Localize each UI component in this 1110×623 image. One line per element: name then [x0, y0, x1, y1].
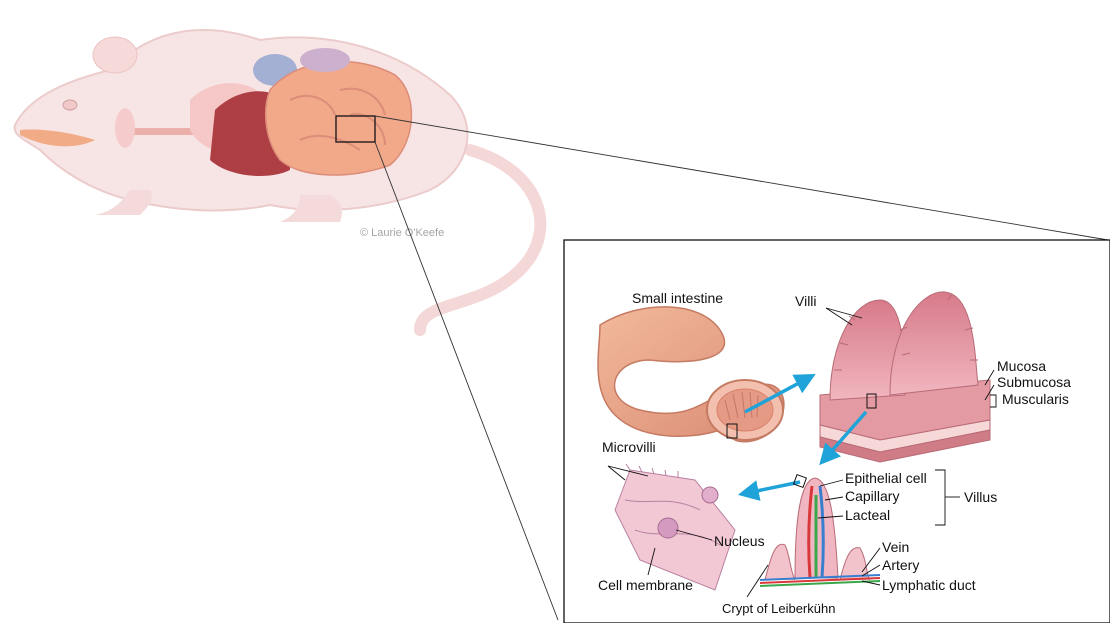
- zoom-line-bottom: [375, 142, 558, 620]
- inset-panel: Small intestine Villi Mucosa Submucosa M…: [564, 240, 1110, 623]
- label-artery: Artery: [882, 557, 919, 573]
- label-vein: Vein: [882, 539, 909, 555]
- label-muscularis: Muscularis: [1002, 391, 1069, 407]
- label-epithelial-cell: Epithelial cell: [845, 470, 927, 486]
- label-capillary: Capillary: [845, 488, 899, 504]
- label-small-intestine: Small intestine: [632, 290, 723, 306]
- label-nucleus: Nucleus: [714, 533, 765, 549]
- label-microvilli: Microvilli: [602, 439, 656, 455]
- credit-text: © Laurie O'Keefe: [360, 227, 444, 239]
- mouse-cecum: [300, 48, 350, 72]
- mouse-illustration: © Laurie O'Keefe: [15, 30, 541, 330]
- nucleus-shape: [658, 518, 678, 538]
- label-lymphatic-duct: Lymphatic duct: [882, 577, 976, 593]
- label-lacteal: Lacteal: [845, 507, 890, 523]
- zoom-line-top: [375, 116, 1108, 240]
- label-crypt: Crypt of Leiberkühn: [722, 601, 835, 616]
- label-villus: Villus: [964, 489, 997, 505]
- mouse-gland: [115, 108, 135, 148]
- label-submucosa: Submucosa: [997, 374, 1071, 390]
- mouse-eye: [63, 100, 77, 110]
- label-cell-membrane: Cell membrane: [598, 577, 693, 593]
- label-mucosa: Mucosa: [997, 358, 1046, 374]
- label-villi: Villi: [795, 293, 817, 309]
- mouse-ear: [93, 37, 137, 73]
